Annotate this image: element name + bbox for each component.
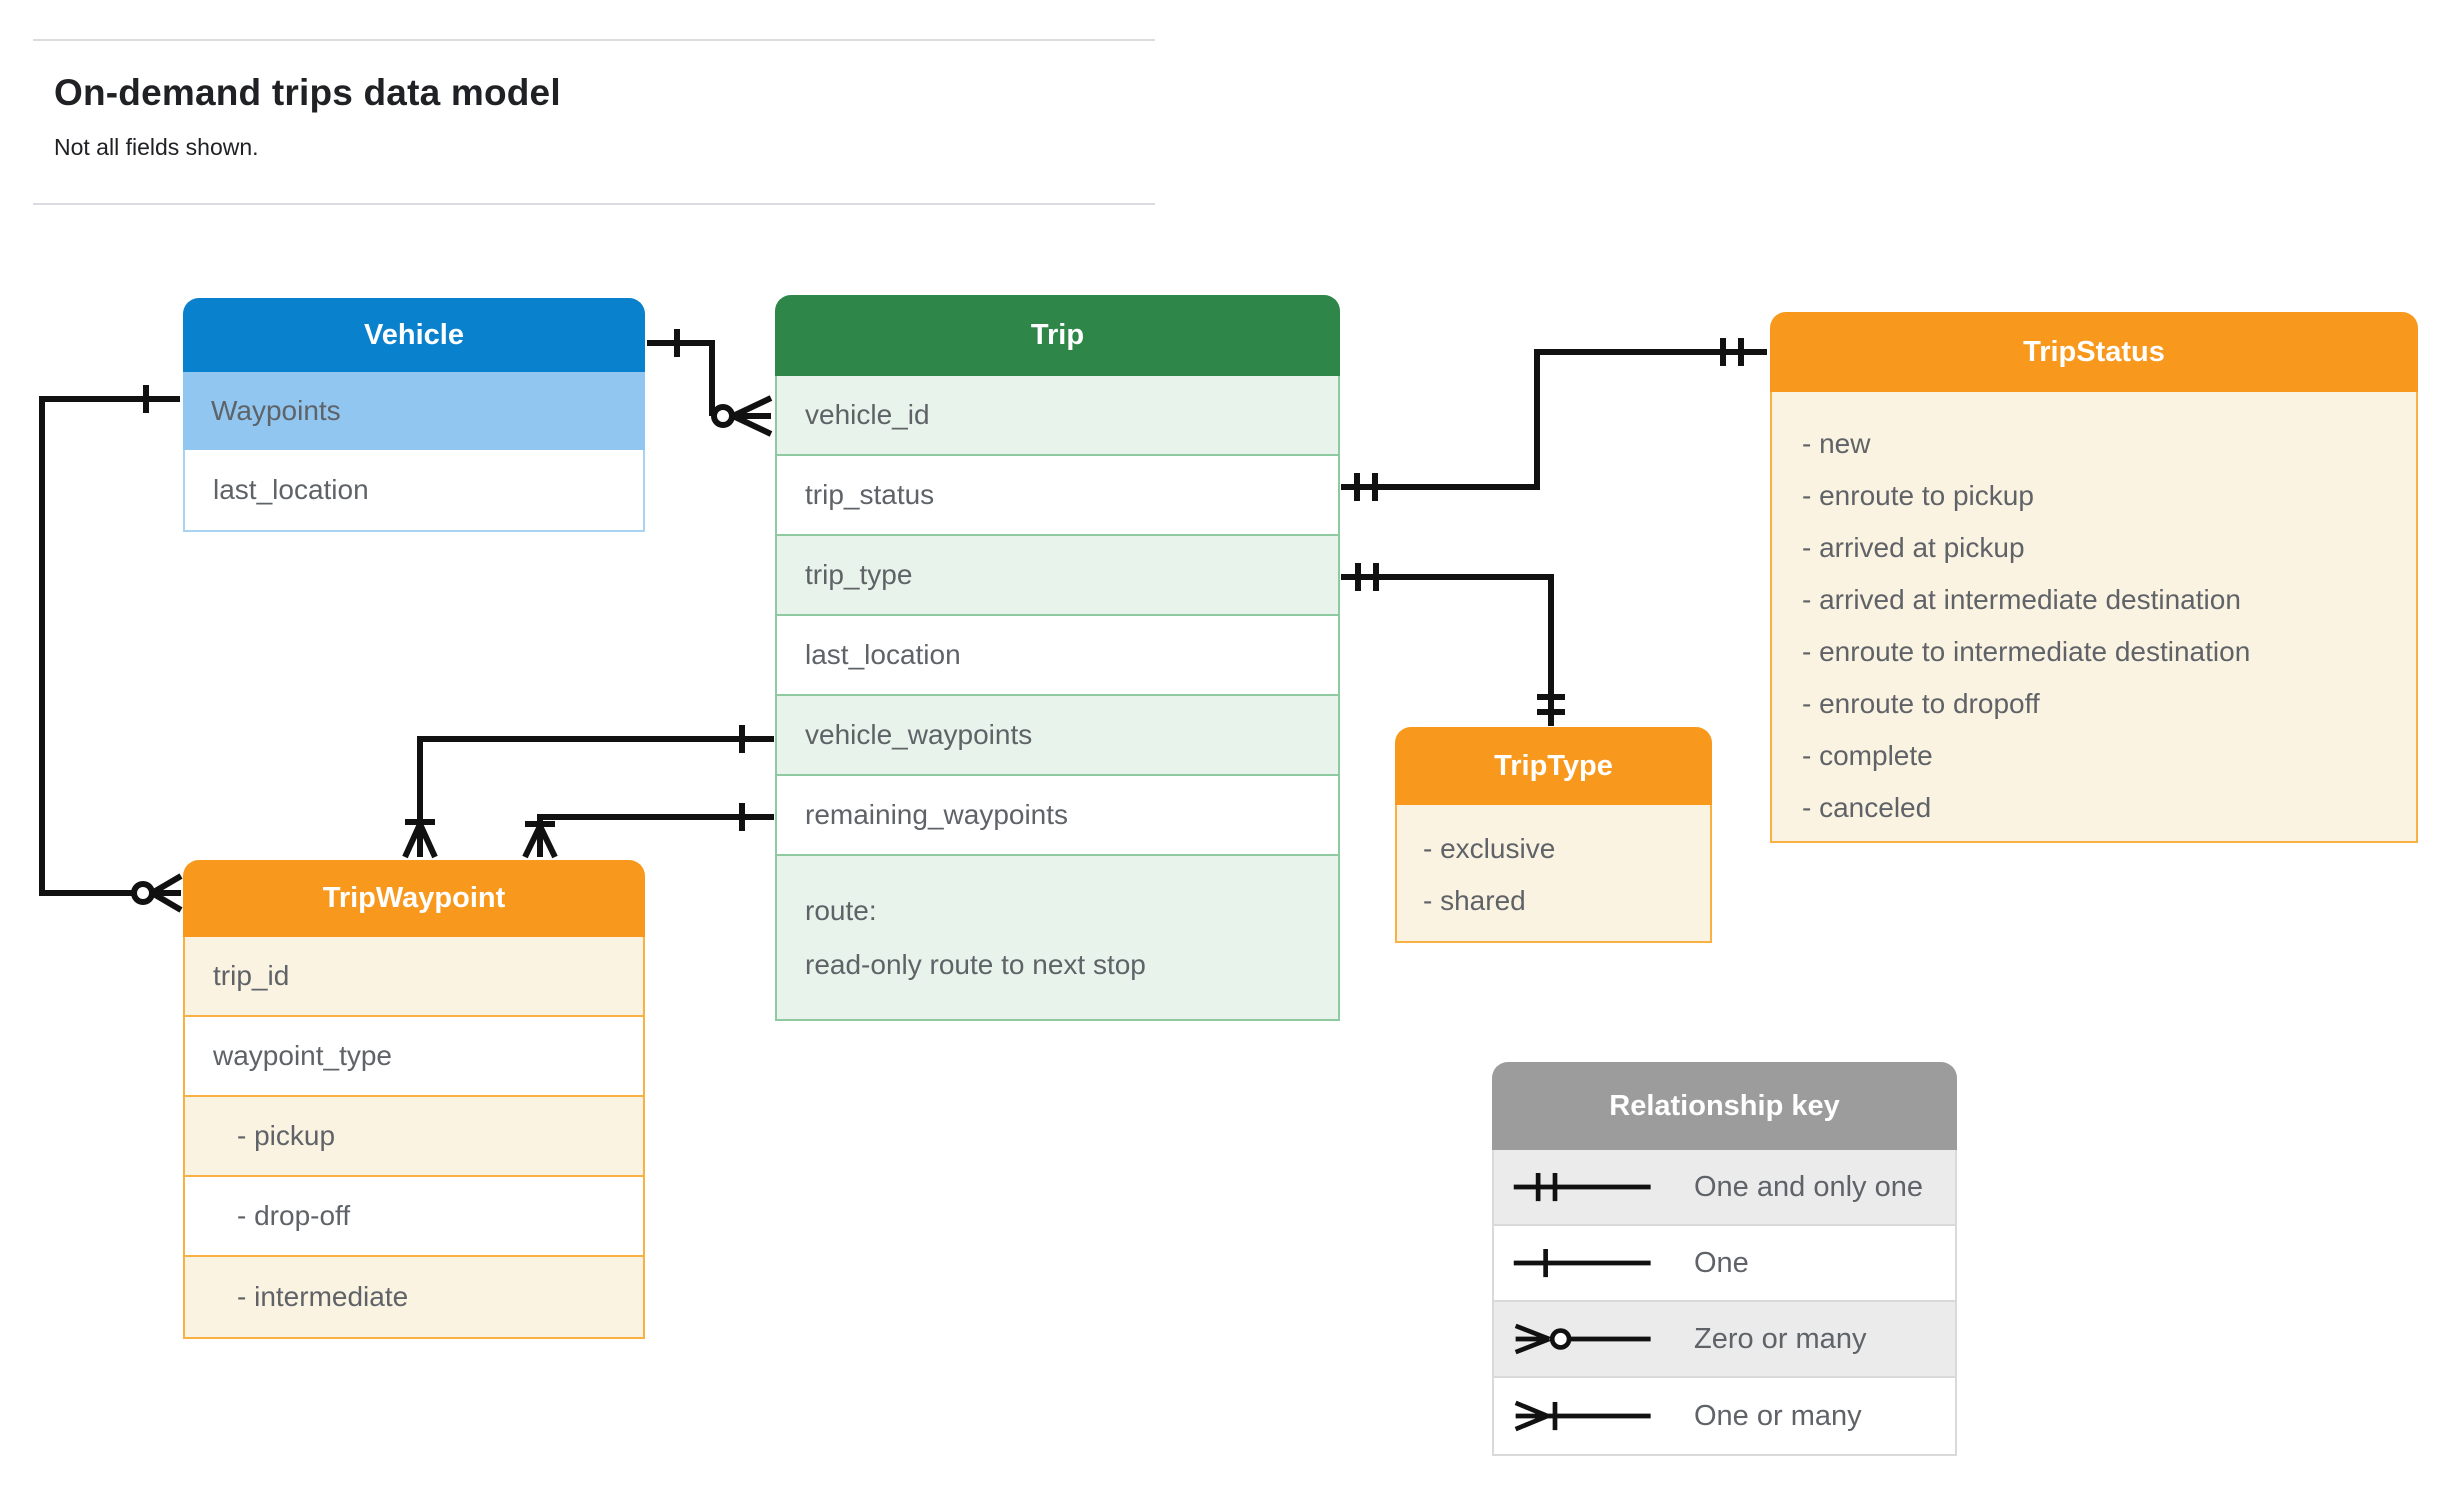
one-and-only-one-icon [1513,1172,1651,1202]
relationship-key-body: One and only one One Zero or many On [1492,1150,1957,1456]
status-value: - enroute to intermediate destination [1802,636,2251,667]
field-route-label: route: [805,894,877,926]
legend-label: One or many [1694,1399,1862,1432]
zero-or-many-icon [1514,1323,1651,1355]
entity-tripstatus-body: - new - enroute to pickup - arrived at p… [1770,392,2418,843]
vehicle-tripwaypoint-crow-foot [150,873,183,913]
field-route: route: read-only route to next stop [777,856,1338,1019]
field-route-description: read-only route to next stop [805,948,1146,980]
status-value: - arrived at intermediate destination [1802,584,2241,615]
field-vehicle-waypoints: vehicle_waypoints [777,696,1338,776]
field-vehicle-id: vehicle_id [777,376,1338,456]
header-divider [33,203,1155,205]
waypoint-value-intermediate: - intermediate [185,1257,643,1337]
waypoint-value-dropoff: - drop-off [185,1177,643,1257]
page-subtitle: Not all fields shown. [54,134,259,160]
vehicle-trip-line [647,340,715,416]
type-value: - exclusive [1423,833,1556,864]
entity-triptype: TripType - exclusive - shared [1395,727,1712,943]
one-or-many-icon [1514,1400,1651,1432]
trip-vehiclewaypoints-crow-foot [402,822,438,859]
entity-trip-body: vehicle_id trip_status trip_type last_lo… [775,376,1340,1021]
entity-tripwaypoint-body: trip_id waypoint_type - pickup - drop-of… [183,937,645,1339]
field-trip-type: trip_type [777,536,1338,616]
field-trip-status: trip_status [777,456,1338,536]
status-value: - complete [1802,740,1933,771]
legend-row-zero-or-many: Zero or many [1494,1302,1955,1378]
vehicle-trip-crow-foot [731,395,773,437]
entity-trip: Trip vehicle_id trip_status trip_type la… [775,295,1340,1021]
type-value: - shared [1423,885,1526,916]
relationship-key-title: Relationship key [1492,1062,1957,1150]
field-trip-id: trip_id [185,937,643,1017]
relationship-key: Relationship key One and only one One [1492,1062,1957,1456]
status-value: - enroute to pickup [1802,480,2034,511]
field-waypoint-type: waypoint_type [185,1017,643,1097]
entity-vehicle: Vehicle Waypoints last_location [183,298,645,532]
entity-triptype-title: TripType [1395,727,1712,805]
status-value: - arrived at pickup [1802,532,2025,563]
trip-tripstatus-double-tick-right [1720,338,1744,366]
status-value: - canceled [1802,792,1932,823]
entity-tripstatus-title: TripStatus [1770,312,2418,392]
legend-row-one-or-many: One or many [1494,1378,1955,1454]
vehicle-tripwaypoint-zero-circle [131,881,155,905]
entity-tripstatus: TripStatus - new - enroute to pickup - a… [1770,312,2418,843]
trip-remainingwaypoints-crow-foot [522,824,558,859]
field-waypoints: Waypoints [183,372,645,450]
vehicle-tripwaypoint-line [39,396,180,896]
field-last-location: last_location [185,450,643,530]
status-value: - new [1802,428,1871,459]
entity-vehicle-body: Waypoints last_location [183,372,645,532]
legend-row-one-and-only-one: One and only one [1494,1150,1955,1226]
vehicle-trip-zero-circle [711,404,735,428]
status-value: - enroute to dropoff [1802,688,2040,719]
field-remaining-waypoints: remaining_waypoints [777,776,1338,856]
trip-triptype-double-tick-top [1355,563,1379,591]
entity-tripwaypoint: TripWaypoint trip_id waypoint_type - pic… [183,860,645,1339]
trip-vehiclewaypoints-line [417,736,774,824]
trip-tripstatus-double-tick-left [1354,473,1378,501]
one-icon [1513,1248,1651,1278]
trip-remainingwaypoints-line [537,814,774,824]
trip-triptype-line [1341,574,1554,726]
entity-trip-title: Trip [775,295,1340,376]
legend-label: Zero or many [1694,1322,1867,1355]
legend-label: One [1694,1246,1749,1279]
trip-triptype-double-tick-bottom [1537,694,1565,715]
legend-row-one: One [1494,1226,1955,1302]
legend-label: One and only one [1694,1170,1923,1203]
entity-vehicle-title: Vehicle [183,298,645,372]
trip-tripstatus-line [1341,349,1767,490]
entity-tripwaypoint-title: TripWaypoint [183,860,645,937]
field-last-location: last_location [777,616,1338,696]
entity-triptype-body: - exclusive - shared [1395,805,1712,943]
page-title: On-demand trips data model [54,72,561,113]
waypoint-value-pickup: - pickup [185,1097,643,1177]
top-divider [33,39,1155,41]
